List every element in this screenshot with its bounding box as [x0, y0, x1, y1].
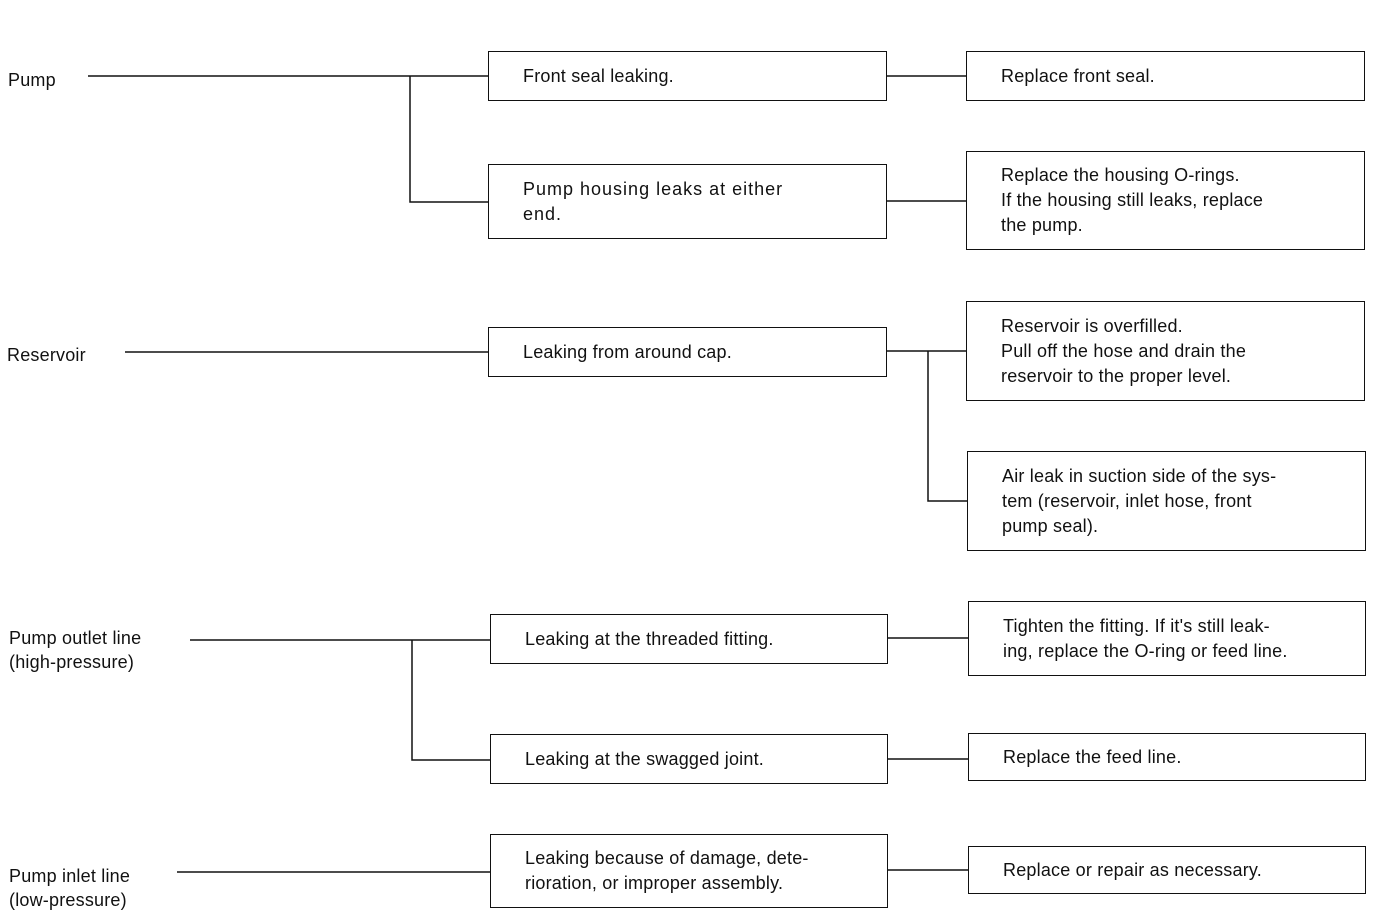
remedy-text: Replace the feed line. — [1003, 746, 1182, 767]
remedy-text: Reservoir is overfilled. Pull off the ho… — [1001, 315, 1247, 386]
remedy-box: Replace the housing O-rings. If the hous… — [966, 151, 1365, 250]
remedy-box: Replace or repair as necessary. — [968, 846, 1366, 894]
remedy-box: Tighten the fitting. If it's still leak-… — [968, 601, 1366, 676]
remedy-text: Tighten the fitting. If it's still leak-… — [1003, 615, 1288, 661]
remedy-text: Air leak in suction side of the sys- tem… — [1002, 465, 1277, 536]
remedy-box: Air leak in suction side of the sys- tem… — [967, 451, 1366, 551]
symptom-text: Pump housing leaks at either end. — [523, 178, 784, 224]
connector-line — [409, 76, 488, 203]
symptom-text: Leaking at the threaded fitting. — [525, 628, 774, 649]
remedy-text: Replace or repair as necessary. — [1003, 859, 1262, 880]
symptom-text: Leaking at the swagged joint. — [525, 748, 764, 769]
symptom-box: Pump housing leaks at either end. — [488, 164, 887, 239]
connector-line — [927, 351, 967, 502]
symptom-box: Front seal leaking. — [488, 51, 887, 101]
component-label-reservoir: Reservoir — [7, 345, 86, 365]
remedy-box: Replace the feed line. — [968, 733, 1366, 781]
symptom-text: Leaking because of damage, dete- riorati… — [525, 848, 809, 893]
remedy-text: Replace front seal. — [1001, 65, 1155, 86]
connector-line — [411, 640, 490, 761]
remedy-box: Reservoir is overfilled. Pull off the ho… — [966, 301, 1365, 401]
symptom-text: Leaking from around cap. — [523, 341, 732, 362]
symptom-box: Leaking because of damage, dete- riorati… — [490, 834, 888, 908]
remedy-box: Replace front seal. — [966, 51, 1365, 101]
symptom-box: Leaking at the swagged joint. — [490, 734, 888, 784]
symptom-box: Leaking from around cap. — [488, 327, 887, 377]
component-label-pump: Pump — [8, 70, 56, 90]
component-label-pump-inlet-line: Pump inlet line (low-pressure) — [9, 866, 131, 910]
remedy-text: Replace the housing O-rings. If the hous… — [1001, 165, 1264, 235]
symptom-text: Front seal leaking. — [523, 65, 674, 86]
symptom-box: Leaking at the threaded fitting. — [490, 614, 888, 664]
component-label-pump-outlet-line: Pump outlet line (high-pressure) — [9, 628, 142, 672]
